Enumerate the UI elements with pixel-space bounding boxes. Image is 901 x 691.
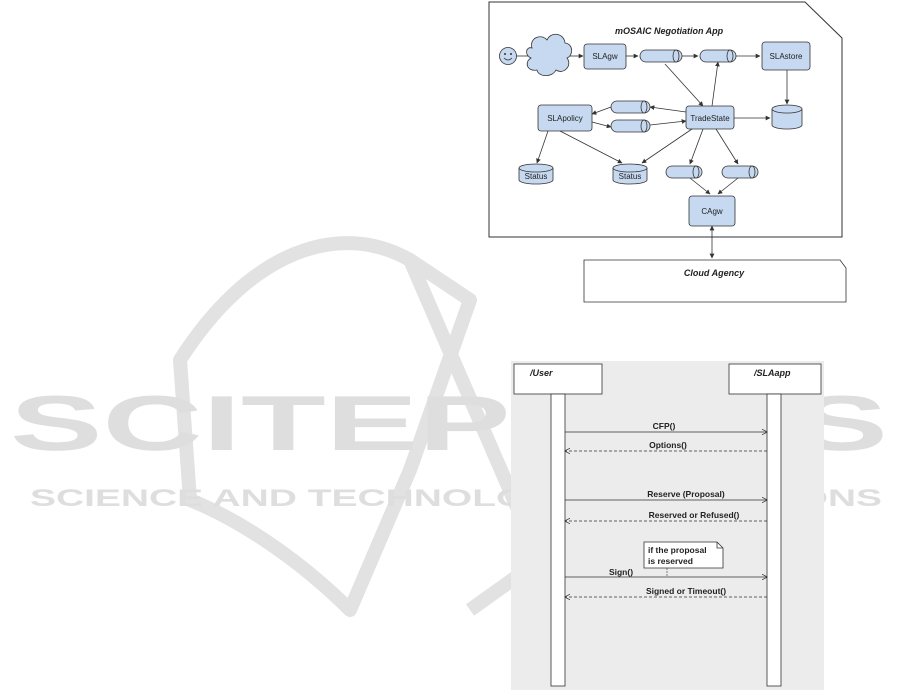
lifeline-app-activation [767, 394, 781, 686]
slapolicy-label: SLApolicy [547, 114, 583, 123]
note-line-2: is reserved [648, 556, 693, 566]
app-title: mOSAIC Negotiation App [615, 26, 724, 36]
msg-signed-timeout-label: Signed or Timeout() [646, 586, 726, 596]
slagw-label: SLAgw [592, 52, 618, 61]
lifeline-user-head [514, 364, 602, 394]
queue-icon [611, 101, 650, 113]
msg-sign-label: Sign() [609, 567, 633, 577]
msg-options-label: Options() [649, 440, 687, 450]
queue-icon [666, 166, 702, 178]
tradestate-label: TradeState [690, 114, 730, 123]
cagw-label: CAgw [701, 207, 723, 216]
queue-icon [722, 166, 758, 178]
lifeline-app-label: /SLAapp [753, 368, 791, 378]
msg-cfp-label: CFP() [653, 421, 676, 431]
cloud-icon [527, 34, 572, 75]
queue-icon [700, 50, 736, 62]
queue-icon [611, 120, 650, 132]
queue-icon [640, 50, 682, 62]
database-icon [772, 105, 802, 129]
cloud-agency-box [584, 260, 846, 302]
app-diagram: mOSAIC Negotiation App [489, 2, 846, 302]
lifeline-user-label: /User [529, 368, 553, 378]
lifeline-user-activation [551, 394, 565, 686]
user-smiley-icon [500, 48, 517, 65]
note-line-1: if the proposal [648, 545, 707, 555]
msg-reserve-label: Reserve (Proposal) [647, 489, 725, 499]
cloud-agency-label: Cloud Agency [684, 268, 745, 278]
sequence-diagram: /User /SLAapp CFP() Options() Reserve (P… [511, 361, 824, 690]
status-mid-label: Status [619, 172, 642, 181]
msg-reserved-refused-label: Reserved or Refused() [649, 510, 740, 520]
slastore-label: SLAstore [770, 52, 803, 61]
status-left-label: Status [525, 172, 548, 181]
